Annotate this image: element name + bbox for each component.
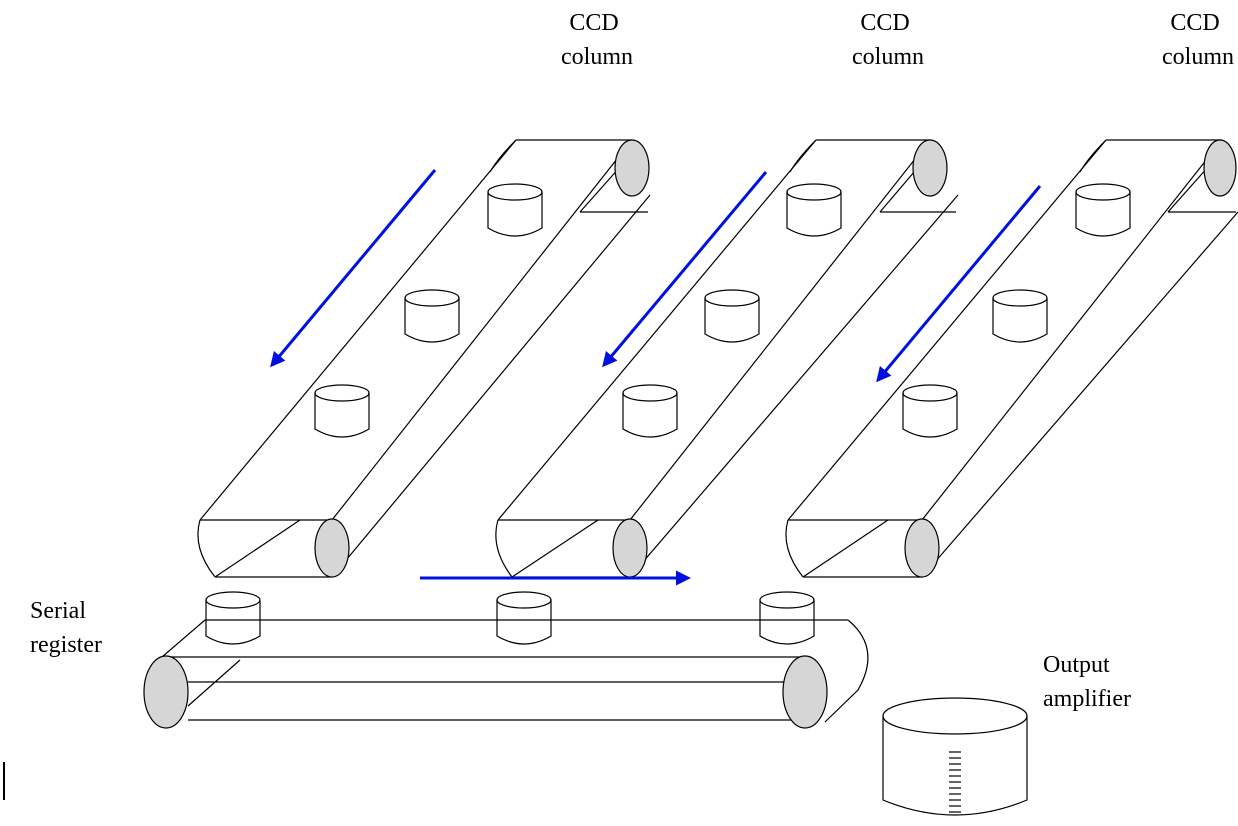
roller — [314, 518, 350, 578]
roller — [904, 518, 940, 578]
ccd-column-2 — [495, 139, 959, 578]
ccd-column-2-label: CCD column — [852, 10, 924, 70]
roller — [143, 655, 189, 729]
pixel-cylinder — [902, 384, 958, 438]
pixel-cylinder — [786, 183, 842, 237]
charge-transfer-arrow — [602, 171, 768, 368]
ccd-column-3 — [785, 139, 1238, 578]
pixel-cylinder — [759, 591, 815, 645]
pixel-cylinder — [487, 183, 543, 237]
pixel-cylinder — [1075, 183, 1131, 237]
ccd-column-1-label: CCD column — [561, 10, 633, 70]
ccd-column-1 — [197, 139, 651, 578]
pixel-cylinder — [622, 384, 678, 438]
roller — [782, 655, 828, 729]
output-amplifier-label: Output amplifier — [1043, 652, 1131, 712]
serial-register — [143, 570, 869, 729]
pixel-cylinder — [496, 591, 552, 645]
pixel-cylinder — [404, 289, 460, 343]
pixel-cylinder — [704, 289, 760, 343]
pixel-cylinder — [314, 384, 370, 438]
roller — [1203, 139, 1237, 197]
pixel-cylinder — [992, 289, 1048, 343]
ccd-column-3-label: CCD column — [1162, 10, 1234, 70]
charge-transfer-arrow — [876, 185, 1042, 383]
pixel-cylinder — [205, 591, 261, 645]
roller — [912, 139, 948, 197]
output-amplifier — [882, 697, 1028, 816]
roller — [612, 518, 648, 578]
roller — [614, 139, 650, 197]
charge-transfer-arrow — [270, 169, 437, 368]
serial-register-label: Serial register — [30, 598, 102, 658]
measurement-scale — [949, 751, 961, 813]
